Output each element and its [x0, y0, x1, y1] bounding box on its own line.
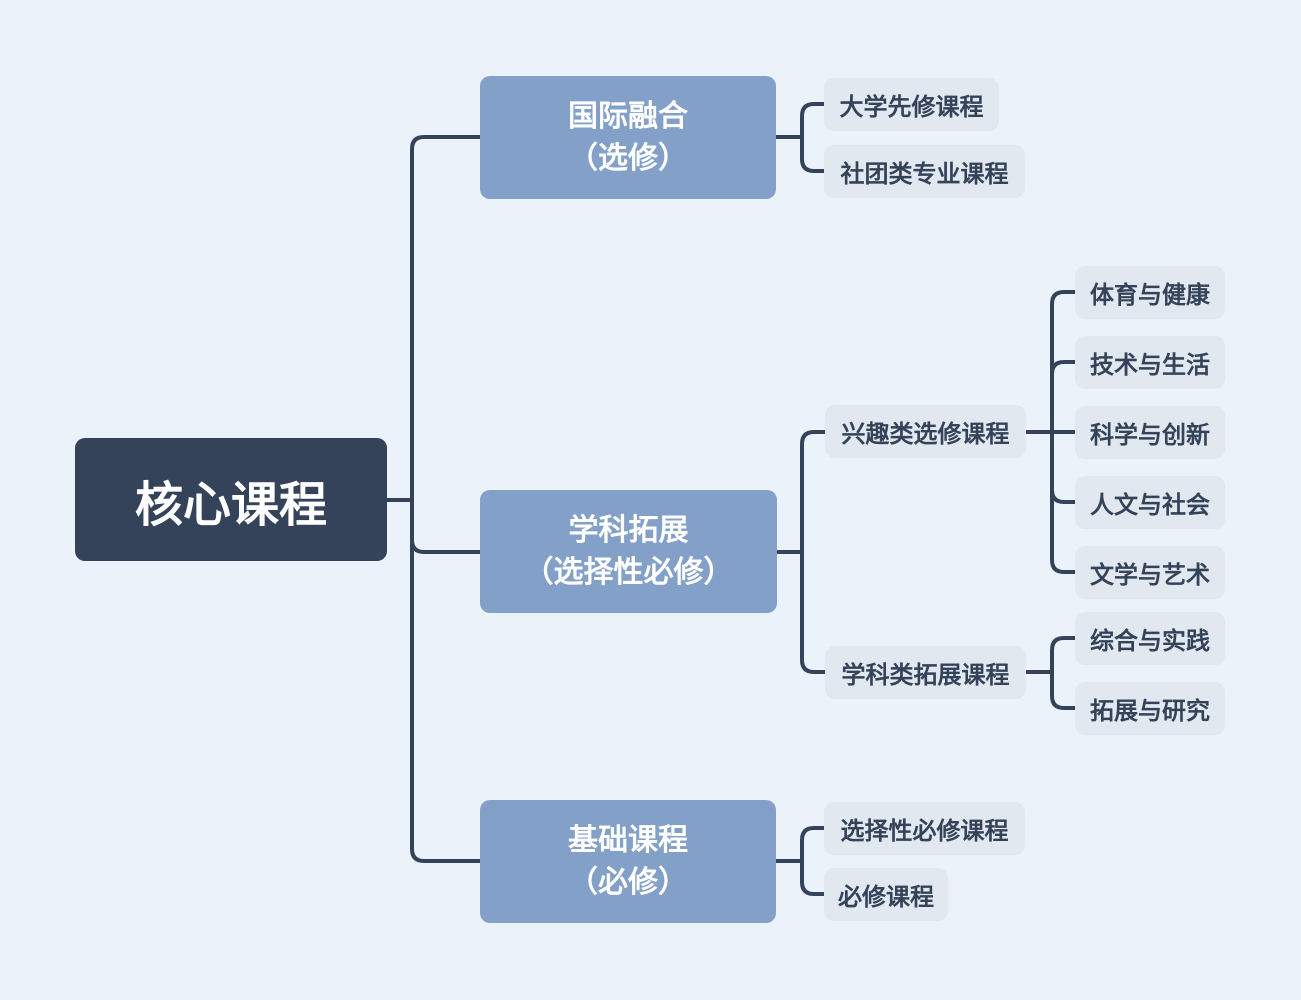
- connector-line: [410, 498, 482, 863]
- connector-line: [800, 135, 826, 173]
- branch-foundation[interactable]: 基础课程 （必修）: [480, 800, 776, 923]
- root-label: 核心课程: [134, 478, 327, 532]
- leaf-node[interactable]: 综合与实践: [1075, 612, 1225, 665]
- branch-title: 学科拓展: [568, 513, 689, 547]
- connector-line: [1050, 430, 1077, 504]
- leaf-node[interactable]: 必修课程: [824, 868, 948, 921]
- connector-line: [1050, 430, 1077, 574]
- leaf-node[interactable]: 文学与艺术: [1075, 546, 1225, 599]
- branch-subtitle: （必修）: [568, 865, 688, 899]
- connector-line: [800, 550, 827, 674]
- branch-title: 国际融合: [568, 99, 688, 133]
- connector-line: [800, 826, 826, 863]
- leaf-node-interest[interactable]: 兴趣类选修课程: [825, 405, 1026, 458]
- branch-subject-extension[interactable]: 学科拓展 （选择性必修）: [480, 490, 777, 613]
- leaf-node[interactable]: 人文与社会: [1075, 476, 1225, 529]
- leaf-node-subject[interactable]: 学科类拓展课程: [825, 646, 1026, 699]
- branch-subtitle: （选修）: [568, 141, 688, 175]
- branch-subtitle: （选择性必修）: [523, 555, 734, 589]
- branch-international[interactable]: 国际融合 （选修）: [480, 76, 776, 199]
- root-node[interactable]: 核心课程: [75, 438, 387, 561]
- connector-line: [800, 102, 826, 139]
- connector-line: [410, 498, 482, 554]
- leaf-node[interactable]: 大学先修课程: [824, 78, 999, 131]
- leaf-node[interactable]: 选择性必修课程: [824, 802, 1025, 855]
- branch-title: 基础课程: [568, 823, 688, 857]
- leaf-node[interactable]: 体育与健康: [1075, 266, 1225, 319]
- connector-line: [1050, 670, 1077, 710]
- connector-line: [800, 430, 827, 554]
- leaf-node[interactable]: 拓展与研究: [1075, 682, 1225, 735]
- connector-line: [1050, 360, 1077, 434]
- connector-line: [410, 135, 482, 502]
- connector-line: [1050, 290, 1077, 434]
- leaf-node[interactable]: 社团类专业课程: [824, 145, 1025, 198]
- leaf-node[interactable]: 技术与生活: [1075, 336, 1225, 389]
- leaf-node[interactable]: 科学与创新: [1075, 406, 1225, 459]
- connector-line: [800, 859, 826, 896]
- connector-line: [1050, 636, 1077, 674]
